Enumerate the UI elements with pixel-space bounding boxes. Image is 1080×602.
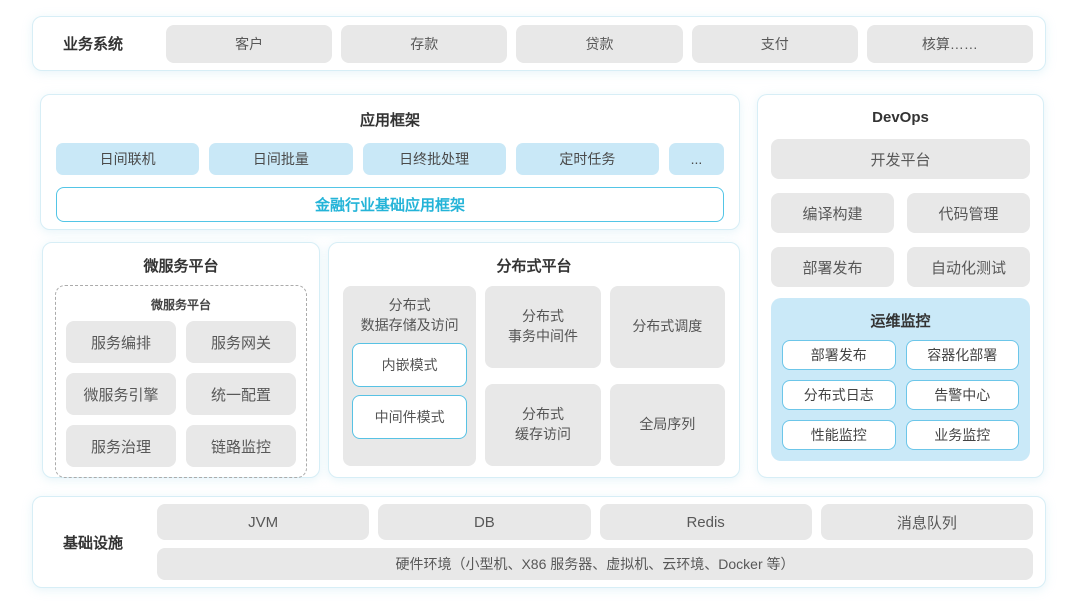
distributed-storage-title: 分布式 数据存储及访问 xyxy=(360,297,459,333)
infrastructure-bar: 基础设施 JVM DB Redis 消息队列 硬件环境（小型机、X86 服务器、… xyxy=(32,496,1046,588)
business-systems-label: 业务系统 xyxy=(62,36,123,53)
business-chip-deposit: 存款 xyxy=(341,24,508,63)
app-chip-daytime-batch: 日间批量 xyxy=(209,143,353,175)
ops-monitor-panel: 运维监控 部署发布 容器化部署 分布式日志 告警中心 性能监控 业务监控 xyxy=(771,298,1030,461)
business-systems-bar: 业务系统 客户 存款 贷款 支付 核算…… xyxy=(32,16,1046,71)
app-framework-card: 应用框架 日间联机 日间批量 日终批处理 定时任务 ... 金融行业基础应用框架 xyxy=(40,94,740,230)
business-chip-loan: 贷款 xyxy=(516,24,683,63)
microservice-chip-gateway: 服务网关 xyxy=(186,321,296,363)
microservice-chip-tracing: 链路监控 xyxy=(186,425,296,467)
monitor-chip-container: 容器化部署 xyxy=(905,340,1019,370)
infra-chip-mq: 消息队列 xyxy=(820,504,1033,540)
ops-monitor-grid: 部署发布 容器化部署 分布式日志 告警中心 性能监控 业务监控 xyxy=(782,340,1019,450)
devops-chip-auto-test: 自动化测试 xyxy=(907,247,1030,287)
app-framework-chip-row: 日间联机 日间批量 日终批处理 定时任务 ... xyxy=(56,143,724,175)
distributed-cell-transaction: 分布式 事务中间件 xyxy=(485,286,601,368)
infra-chip-db: DB xyxy=(378,504,591,540)
monitor-chip-performance: 性能监控 xyxy=(782,420,896,450)
hardware-env-chip: 硬件环境（小型机、X86 服务器、虚拟机、云环境、Docker 等） xyxy=(157,548,1033,580)
microservice-chip-engine: 微服务引擎 xyxy=(66,373,176,415)
business-chip-customer: 客户 xyxy=(166,24,333,63)
distributed-cell-cache: 分布式 缓存访问 xyxy=(485,384,601,466)
storage-mode-middleware: 中间件模式 xyxy=(352,395,468,440)
monitor-chip-deploy: 部署发布 xyxy=(782,340,896,370)
distributed-title: 分布式平台 xyxy=(496,258,572,275)
ops-monitor-title: 运维监控 xyxy=(870,313,931,330)
infrastructure-label: 基础设施 xyxy=(62,534,123,552)
monitor-chip-alert: 告警中心 xyxy=(905,380,1019,410)
microservice-chip-config: 统一配置 xyxy=(186,373,296,415)
monitor-chip-logs: 分布式日志 xyxy=(782,380,896,410)
distributed-cell-scheduling: 分布式调度 xyxy=(609,286,725,368)
microservice-chip-orchestration: 服务编排 xyxy=(66,321,176,363)
storage-mode-embedded: 内嵌模式 xyxy=(352,343,468,388)
devops-chip-dev-platform: 开发平台 xyxy=(771,139,1030,179)
app-framework-title: 应用框架 xyxy=(359,112,420,129)
infra-chip-jvm: JVM xyxy=(157,504,370,540)
distributed-body: 分布式 数据存储及访问 内嵌模式 中间件模式 分布式 事务中间件 分布式 缓存访… xyxy=(343,286,725,466)
app-chip-eod-batch: 日终批处理 xyxy=(362,143,506,175)
infrastructure-content: JVM DB Redis 消息队列 硬件环境（小型机、X86 服务器、虚拟机、云… xyxy=(157,504,1033,580)
base-framework-banner: 金融行业基础应用框架 xyxy=(56,187,724,222)
infrastructure-row: JVM DB Redis 消息队列 xyxy=(157,504,1033,540)
microservice-title: 微服务平台 xyxy=(143,258,219,275)
devops-title: DevOps xyxy=(872,109,929,126)
devops-chip-deploy: 部署发布 xyxy=(771,247,894,287)
monitor-chip-business: 业务监控 xyxy=(905,420,1019,450)
app-chip-more: ... xyxy=(669,143,724,175)
microservice-grid: 服务编排 服务网关 微服务引擎 统一配置 服务治理 链路监控 xyxy=(66,321,296,467)
devops-chip-code-mgmt: 代码管理 xyxy=(907,193,1030,233)
microservice-inner-title: 微服务平台 xyxy=(150,298,211,312)
microservice-inner-box: 微服务平台 服务编排 服务网关 微服务引擎 统一配置 服务治理 链路监控 xyxy=(55,285,307,478)
devops-row-2: 部署发布 自动化测试 xyxy=(771,247,1030,287)
business-chip-accounting: 核算…… xyxy=(866,24,1034,63)
distributed-column-2: 分布式 事务中间件 分布式 缓存访问 xyxy=(485,286,601,466)
distributed-column-3: 分布式调度 全局序列 xyxy=(609,286,725,466)
microservice-chip-governance: 服务治理 xyxy=(66,425,176,467)
devops-chip-build: 编译构建 xyxy=(771,193,894,233)
app-chip-scheduled-task: 定时任务 xyxy=(515,143,659,175)
devops-card: DevOps 开发平台 编译构建 代码管理 部署发布 自动化测试 运维监控 部署… xyxy=(757,94,1044,478)
distributed-card: 分布式平台 分布式 数据存储及访问 内嵌模式 中间件模式 分布式 事务中间件 分… xyxy=(328,242,740,478)
distributed-cell-sequence: 全局序列 xyxy=(609,384,725,466)
devops-row-1: 编译构建 代码管理 xyxy=(771,193,1030,233)
infra-chip-redis: Redis xyxy=(599,504,812,540)
distributed-storage-group: 分布式 数据存储及访问 内嵌模式 中间件模式 xyxy=(343,286,477,466)
microservice-card: 微服务平台 微服务平台 服务编排 服务网关 微服务引擎 统一配置 服务治理 链路… xyxy=(42,242,320,478)
business-chip-payment: 支付 xyxy=(691,24,858,63)
app-chip-daytime-online: 日间联机 xyxy=(56,143,200,175)
